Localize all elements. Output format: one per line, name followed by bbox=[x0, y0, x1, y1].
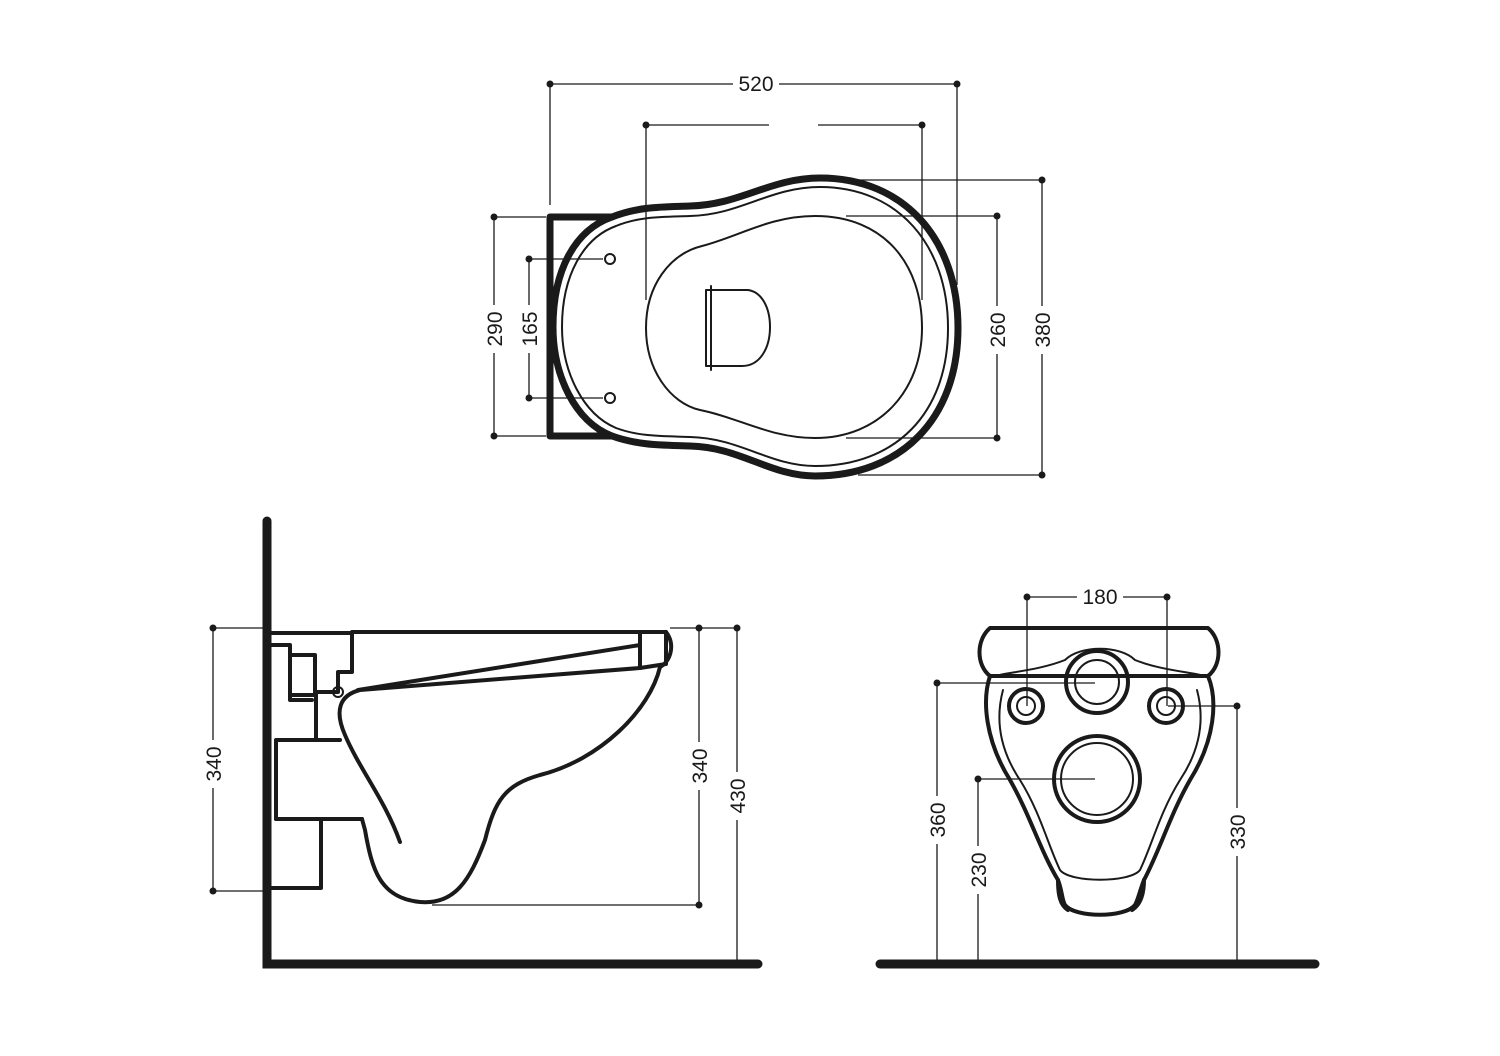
dim-label-230: 230 bbox=[968, 852, 991, 887]
dim-label-165: 165 bbox=[519, 311, 542, 346]
top-bowl-rim bbox=[561, 186, 949, 467]
side-view: 340 340 430 bbox=[201, 516, 763, 969]
dim-label-260: 260 bbox=[987, 312, 1010, 347]
dim-label-520: 520 bbox=[738, 73, 773, 96]
dim-top-mount-plate: 290 bbox=[482, 213, 546, 440]
top-mount-plate bbox=[546, 213, 616, 440]
dim-rear-outlet-height: 230 bbox=[966, 775, 1095, 960]
dim-rear-inlet-height: 360 bbox=[925, 679, 1095, 960]
rear-inlet-outer bbox=[1064, 649, 1130, 715]
rear-bolt-left-outer bbox=[1007, 687, 1045, 725]
top-view: 520 380 260 bbox=[482, 70, 1055, 480]
dim-side-right-height: 340 bbox=[432, 624, 712, 909]
side-bracket bbox=[288, 653, 317, 697]
rear-body-inner bbox=[998, 689, 1202, 881]
dim-label-180: 180 bbox=[1082, 586, 1117, 609]
dim-top-inner-depth: 260 bbox=[846, 212, 1010, 442]
top-bowl-inner bbox=[645, 215, 923, 439]
dim-rear-bolt-spacing: 180 bbox=[1023, 584, 1171, 706]
dim-side-left-height: 340 bbox=[201, 624, 266, 895]
dim-top-width: 520 bbox=[546, 70, 961, 285]
dim-label-290: 290 bbox=[484, 311, 507, 346]
dim-side-total-height: 430 bbox=[699, 624, 750, 960]
side-bowl-body bbox=[360, 630, 674, 905]
side-bowl-trap bbox=[337, 666, 642, 844]
rear-foot bbox=[1056, 878, 1146, 912]
rear-view: 180 360 230 330 bbox=[875, 584, 1320, 969]
dim-label-380: 380 bbox=[1032, 312, 1055, 347]
side-seat-hinge bbox=[638, 630, 668, 670]
dim-rear-bolt-height: 330 bbox=[1168, 702, 1250, 960]
dim-top-inner-width bbox=[642, 121, 926, 300]
rear-mount-plate bbox=[994, 647, 1206, 677]
rear-inlet-inner bbox=[1074, 659, 1120, 705]
dim-label-340-right: 340 bbox=[689, 748, 712, 783]
dim-label-360: 360 bbox=[927, 802, 950, 837]
side-drain-fitting bbox=[332, 686, 344, 698]
rear-bolt-left-inner bbox=[1016, 696, 1036, 716]
top-bolt-hole-lower bbox=[604, 392, 616, 404]
dim-label-330: 330 bbox=[1227, 814, 1250, 849]
side-carrier-mid bbox=[274, 738, 364, 821]
rear-body bbox=[984, 674, 1216, 917]
top-outlet-outer bbox=[705, 289, 771, 367]
side-wall-floor bbox=[262, 516, 763, 969]
dim-label-430: 430 bbox=[727, 778, 750, 813]
dim-top-outer-depth: 380 bbox=[858, 176, 1055, 479]
top-bolt-hole-upper bbox=[604, 253, 616, 265]
dim-label-340-left: 340 bbox=[203, 746, 226, 781]
side-carrier-top bbox=[268, 631, 354, 890]
top-bowl-outer bbox=[549, 174, 962, 480]
dim-top-bolt-spacing: 165 bbox=[517, 255, 603, 402]
